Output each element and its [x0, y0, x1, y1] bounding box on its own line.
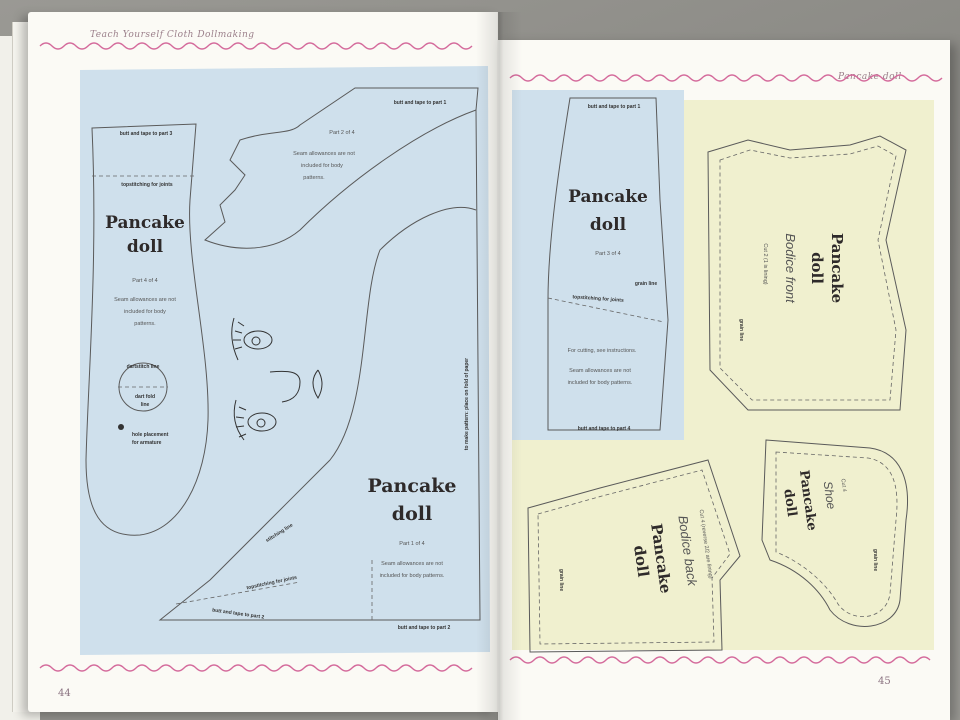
part3-title-2: doll: [590, 215, 627, 235]
part3-grain-line: grain line: [635, 281, 657, 287]
bodice-back-outline: [527, 459, 741, 653]
part3-outline: [547, 97, 669, 431]
shoe-seam: [775, 451, 898, 618]
right-folio: 45: [878, 676, 891, 687]
left-folio: 44: [58, 688, 71, 699]
part2-note-3: patterns.: [303, 175, 325, 181]
wavy-line-top-left: [39, 42, 473, 50]
wavy-line-bottom-right: [509, 656, 931, 664]
part3-butt-tape-bottom: butt and tape to part 4: [578, 426, 631, 432]
wavy-line-bottom-left: [39, 664, 473, 672]
wavy-line-top-right: [509, 74, 943, 82]
part2-butt-tape: butt and tape to part 1: [394, 100, 447, 106]
shoe-cut: Cut 4: [839, 478, 847, 492]
part4-title-2: doll: [127, 237, 164, 257]
part2-note-2: included for body: [301, 163, 343, 169]
part4-butt-tape: butt and tape to part 3: [120, 131, 173, 137]
bodice-front-cut: Cut 2 (1 is lining): [762, 243, 768, 284]
part1-title-1: Pancake: [367, 475, 456, 497]
part3-cutting: For cutting, see instructions.: [568, 348, 637, 354]
part1-note-1: Seam allowances are not: [381, 561, 443, 567]
part3-topstitch: [547, 297, 665, 323]
bodice-front-seam: [719, 145, 897, 401]
bodice-back-grain-line: grain line: [558, 569, 564, 591]
part4-note-2: included for body: [124, 309, 166, 315]
shoe-grain-line: grain line: [872, 549, 878, 571]
part3-note-2: included for body patterns.: [568, 380, 633, 386]
part3-note-1: Seam allowances are not: [569, 368, 631, 374]
part1-title-2: doll: [392, 503, 432, 525]
part2-part: Part 2 of 4: [329, 130, 354, 136]
part4-hole-1: hole placement: [132, 432, 169, 438]
part4-title-1: Pancake: [105, 213, 185, 233]
part3-title-1: Pancake: [568, 187, 648, 207]
part4-part: Part 4 of 4: [132, 278, 157, 284]
part1-note-2: included for body patterns.: [380, 573, 445, 579]
part3-topstitching: topstitching for joints: [572, 294, 624, 304]
part1-part: Part 1 of 4: [399, 541, 424, 547]
part4-hole-2: for armature: [132, 440, 162, 446]
part4-dart-fold-1: dart fold: [135, 394, 155, 400]
bodice-back-title-2: doll: [630, 544, 652, 578]
bodice-front-title-2: doll: [808, 252, 826, 284]
left-running-head: Teach Yourself Cloth Dollmaking: [90, 30, 255, 40]
part4-topstitching: topstitching for joints: [121, 182, 173, 188]
part2-note-1: Seam allowances are not: [293, 151, 355, 157]
part4-note-1: Seam allowances are not: [114, 297, 176, 303]
part1-butt-tape: butt and tape to part 2: [398, 625, 451, 631]
right-yellow-panel-bottom: [512, 440, 684, 650]
bodice-front-outline: [707, 135, 907, 411]
book-gutter-shadow: [476, 12, 522, 720]
shoe-outline: [761, 439, 908, 627]
bodice-front-subtitle: Bodice front: [783, 233, 798, 304]
part4-hole: [118, 424, 124, 430]
right-yellow-panel: [684, 100, 934, 650]
right-blue-panel: [512, 90, 684, 440]
part4-outline: [85, 123, 209, 536]
bodice-front-grain-line: grain line: [738, 319, 744, 341]
bodice-front-title-1: Pancake: [828, 233, 846, 303]
part3-butt-tape-top: butt and tape to part 1: [588, 104, 641, 110]
part1-outline: [158, 109, 481, 621]
right-running-head: Pancake doll: [838, 72, 902, 82]
part4-dartstitch: dartstitch line: [127, 364, 160, 370]
face-drawing: [231, 317, 323, 441]
part3-part: Part 3 of 4: [595, 251, 620, 257]
shoe-subtitle: Shoe: [821, 480, 839, 510]
bodice-back-seam: [537, 469, 731, 645]
shoe-title-2: doll: [780, 488, 799, 518]
part2-outline: [204, 87, 479, 249]
part4-dart-fold-2: line: [141, 402, 150, 408]
part1-fold-line: to make pattern: place on fold of paper: [464, 358, 470, 450]
part4-note-3: patterns.: [134, 321, 156, 327]
